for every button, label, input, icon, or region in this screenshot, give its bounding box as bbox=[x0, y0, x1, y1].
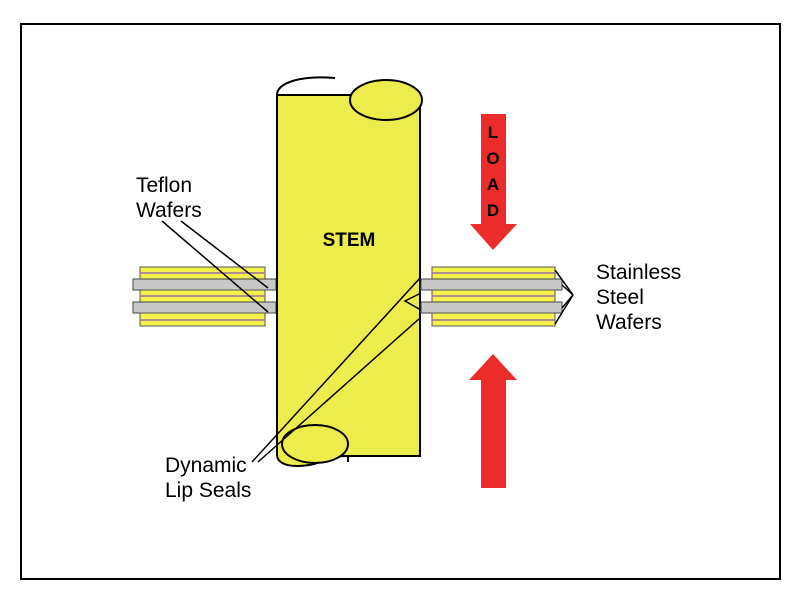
right-wafer-gray-1 bbox=[420, 278, 563, 291]
stem-body bbox=[276, 94, 421, 468]
teflon-label-line2: Wafers bbox=[136, 199, 202, 222]
stainless-label-line1: Stainless bbox=[596, 261, 681, 284]
load-arrow-down bbox=[470, 114, 517, 250]
stem: STEM bbox=[276, 76, 423, 468]
lip-leader-2 bbox=[257, 317, 421, 463]
teflon-leader-1 bbox=[180, 220, 269, 289]
load-letter-1: L bbox=[488, 123, 498, 142]
load-letter-3: A bbox=[487, 175, 499, 194]
left-wafer-gray-1 bbox=[132, 278, 277, 291]
lip-leader-1 bbox=[251, 277, 421, 463]
teflon-leader-2 bbox=[161, 220, 269, 313]
stainless-leader-2 bbox=[561, 284, 574, 296]
stem-label: STEM bbox=[323, 230, 376, 251]
stainless-label-line2: Steel bbox=[596, 286, 644, 309]
load-arrow-up bbox=[469, 354, 517, 488]
stainless-label-line3: Wafers bbox=[596, 311, 662, 334]
left-packing-stack bbox=[132, 266, 277, 327]
right-packing-stack bbox=[403, 266, 563, 327]
load-letter-2: O bbox=[486, 149, 499, 168]
stainless-leader-4 bbox=[554, 294, 574, 325]
leader-lines bbox=[161, 220, 574, 463]
lip-seal-label-line2: Lip Seals bbox=[165, 479, 251, 502]
load-letter-4: D bbox=[487, 201, 499, 220]
stainless-leader-1 bbox=[554, 269, 574, 296]
teflon-label-line1: Teflon bbox=[136, 174, 192, 197]
stem-top-ellipse bbox=[349, 79, 423, 121]
left-wafer-gray-2 bbox=[132, 301, 277, 314]
stem-top-arc bbox=[276, 76, 336, 96]
load-text: L O A D bbox=[486, 123, 499, 220]
stem-bottom-ellipse bbox=[281, 424, 349, 464]
lip-seal-marker bbox=[403, 292, 422, 311]
right-wafer-gray-2 bbox=[420, 301, 563, 314]
lip-seal-label-line1: Dynamic bbox=[165, 454, 247, 477]
